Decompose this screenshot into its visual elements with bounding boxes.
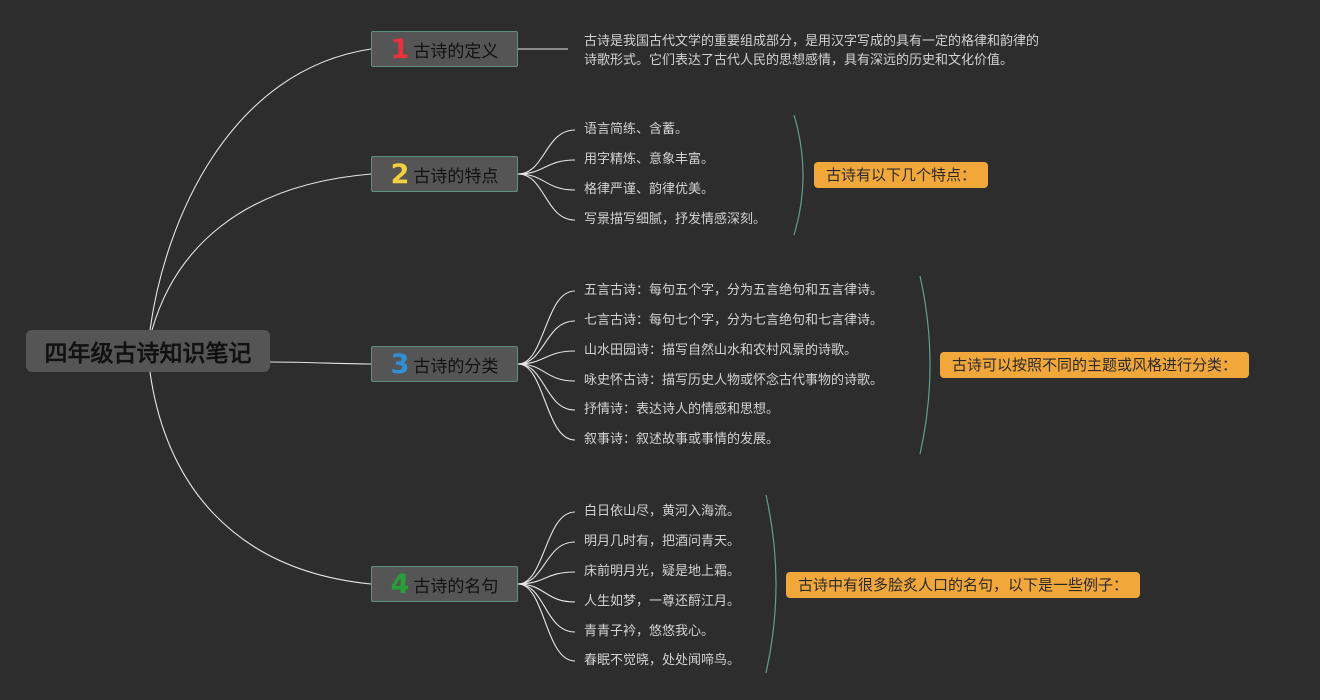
branch-label: 古诗的特点 [413, 166, 499, 187]
leaf-text: 五言古诗：每句五个字，分为五言绝句和五言律诗。 [584, 283, 884, 298]
leaf-text: 古诗是我国古代文学的重要组成部分，是用汉字写成的具有一定的格律和韵律的 [584, 34, 1040, 49]
branch-label: 古诗的名句 [413, 576, 499, 597]
summary-note[interactable]: 古诗中有很多脍炙人口的名句，以下是一些例子： [786, 572, 1141, 598]
branch-classification[interactable]: 3 古诗的分类 [371, 346, 518, 382]
leaf-text: 青青子衿，悠悠我心。 [584, 624, 715, 639]
leaf-text: 床前明月光，疑是地上霜。 [584, 564, 741, 579]
leaf-text: 格律严谨、韵律优美。 [584, 182, 715, 197]
root-link-1 [149, 48, 372, 331]
leaf-text: 春眠不觉晓，处处闻啼鸟。 [584, 653, 741, 668]
branch-label: 古诗的分类 [413, 356, 499, 377]
leaf-text: 叙事诗：叙述故事或事情的发展。 [584, 432, 780, 447]
root-node[interactable]: 四年级古诗知识笔记 [26, 330, 270, 372]
root-link-2 [151, 173, 372, 331]
branch-label: 古诗的定义 [413, 41, 499, 62]
summary-brace-3 [919, 275, 931, 455]
root-link-4 [149, 371, 372, 585]
leaf-text: 人生如梦，一尊还酹江月。 [584, 594, 741, 609]
number-badge: 3 [390, 348, 410, 380]
branch-famous-lines[interactable]: 4 古诗的名句 [371, 566, 518, 602]
leaf-text: 用字精炼、意象丰富。 [584, 152, 715, 167]
leaf-text: 诗歌形式。它们表达了古代人民的思想感情，具有深远的历史和文化价值。 [584, 53, 1014, 68]
leaf-text: 明月几时有，把酒问青天。 [584, 534, 741, 549]
leaf-text: 语言简练、含蓄。 [584, 122, 689, 137]
root-link-3 [269, 361, 372, 365]
branch-definition[interactable]: 1 古诗的定义 [371, 31, 518, 67]
leaf-text: 抒情诗：表达诗人的情感和思想。 [584, 402, 780, 417]
summary-brace-4 [765, 494, 777, 674]
leaf-text: 咏史怀古诗：描写历史人物或怀念古代事物的诗歌。 [584, 373, 884, 388]
number-badge: 4 [390, 568, 410, 600]
summary-brace-2 [793, 114, 804, 236]
leaf-text: 写景描写细腻，抒发情感深刻。 [584, 212, 767, 227]
branch-features[interactable]: 2 古诗的特点 [371, 156, 518, 192]
leaf-text: 白日依山尽，黄河入海流。 [584, 504, 741, 519]
leaf-text: 七言古诗：每句七个字，分为七言绝句和七言律诗。 [584, 313, 884, 328]
number-badge: 1 [390, 33, 410, 65]
summary-note[interactable]: 古诗可以按照不同的主题或风格进行分类： [940, 352, 1250, 378]
leaf-text: 山水田园诗：描写自然山水和农村风景的诗歌。 [584, 343, 858, 358]
number-badge: 2 [390, 158, 410, 190]
summary-note[interactable]: 古诗有以下几个特点： [814, 162, 989, 188]
